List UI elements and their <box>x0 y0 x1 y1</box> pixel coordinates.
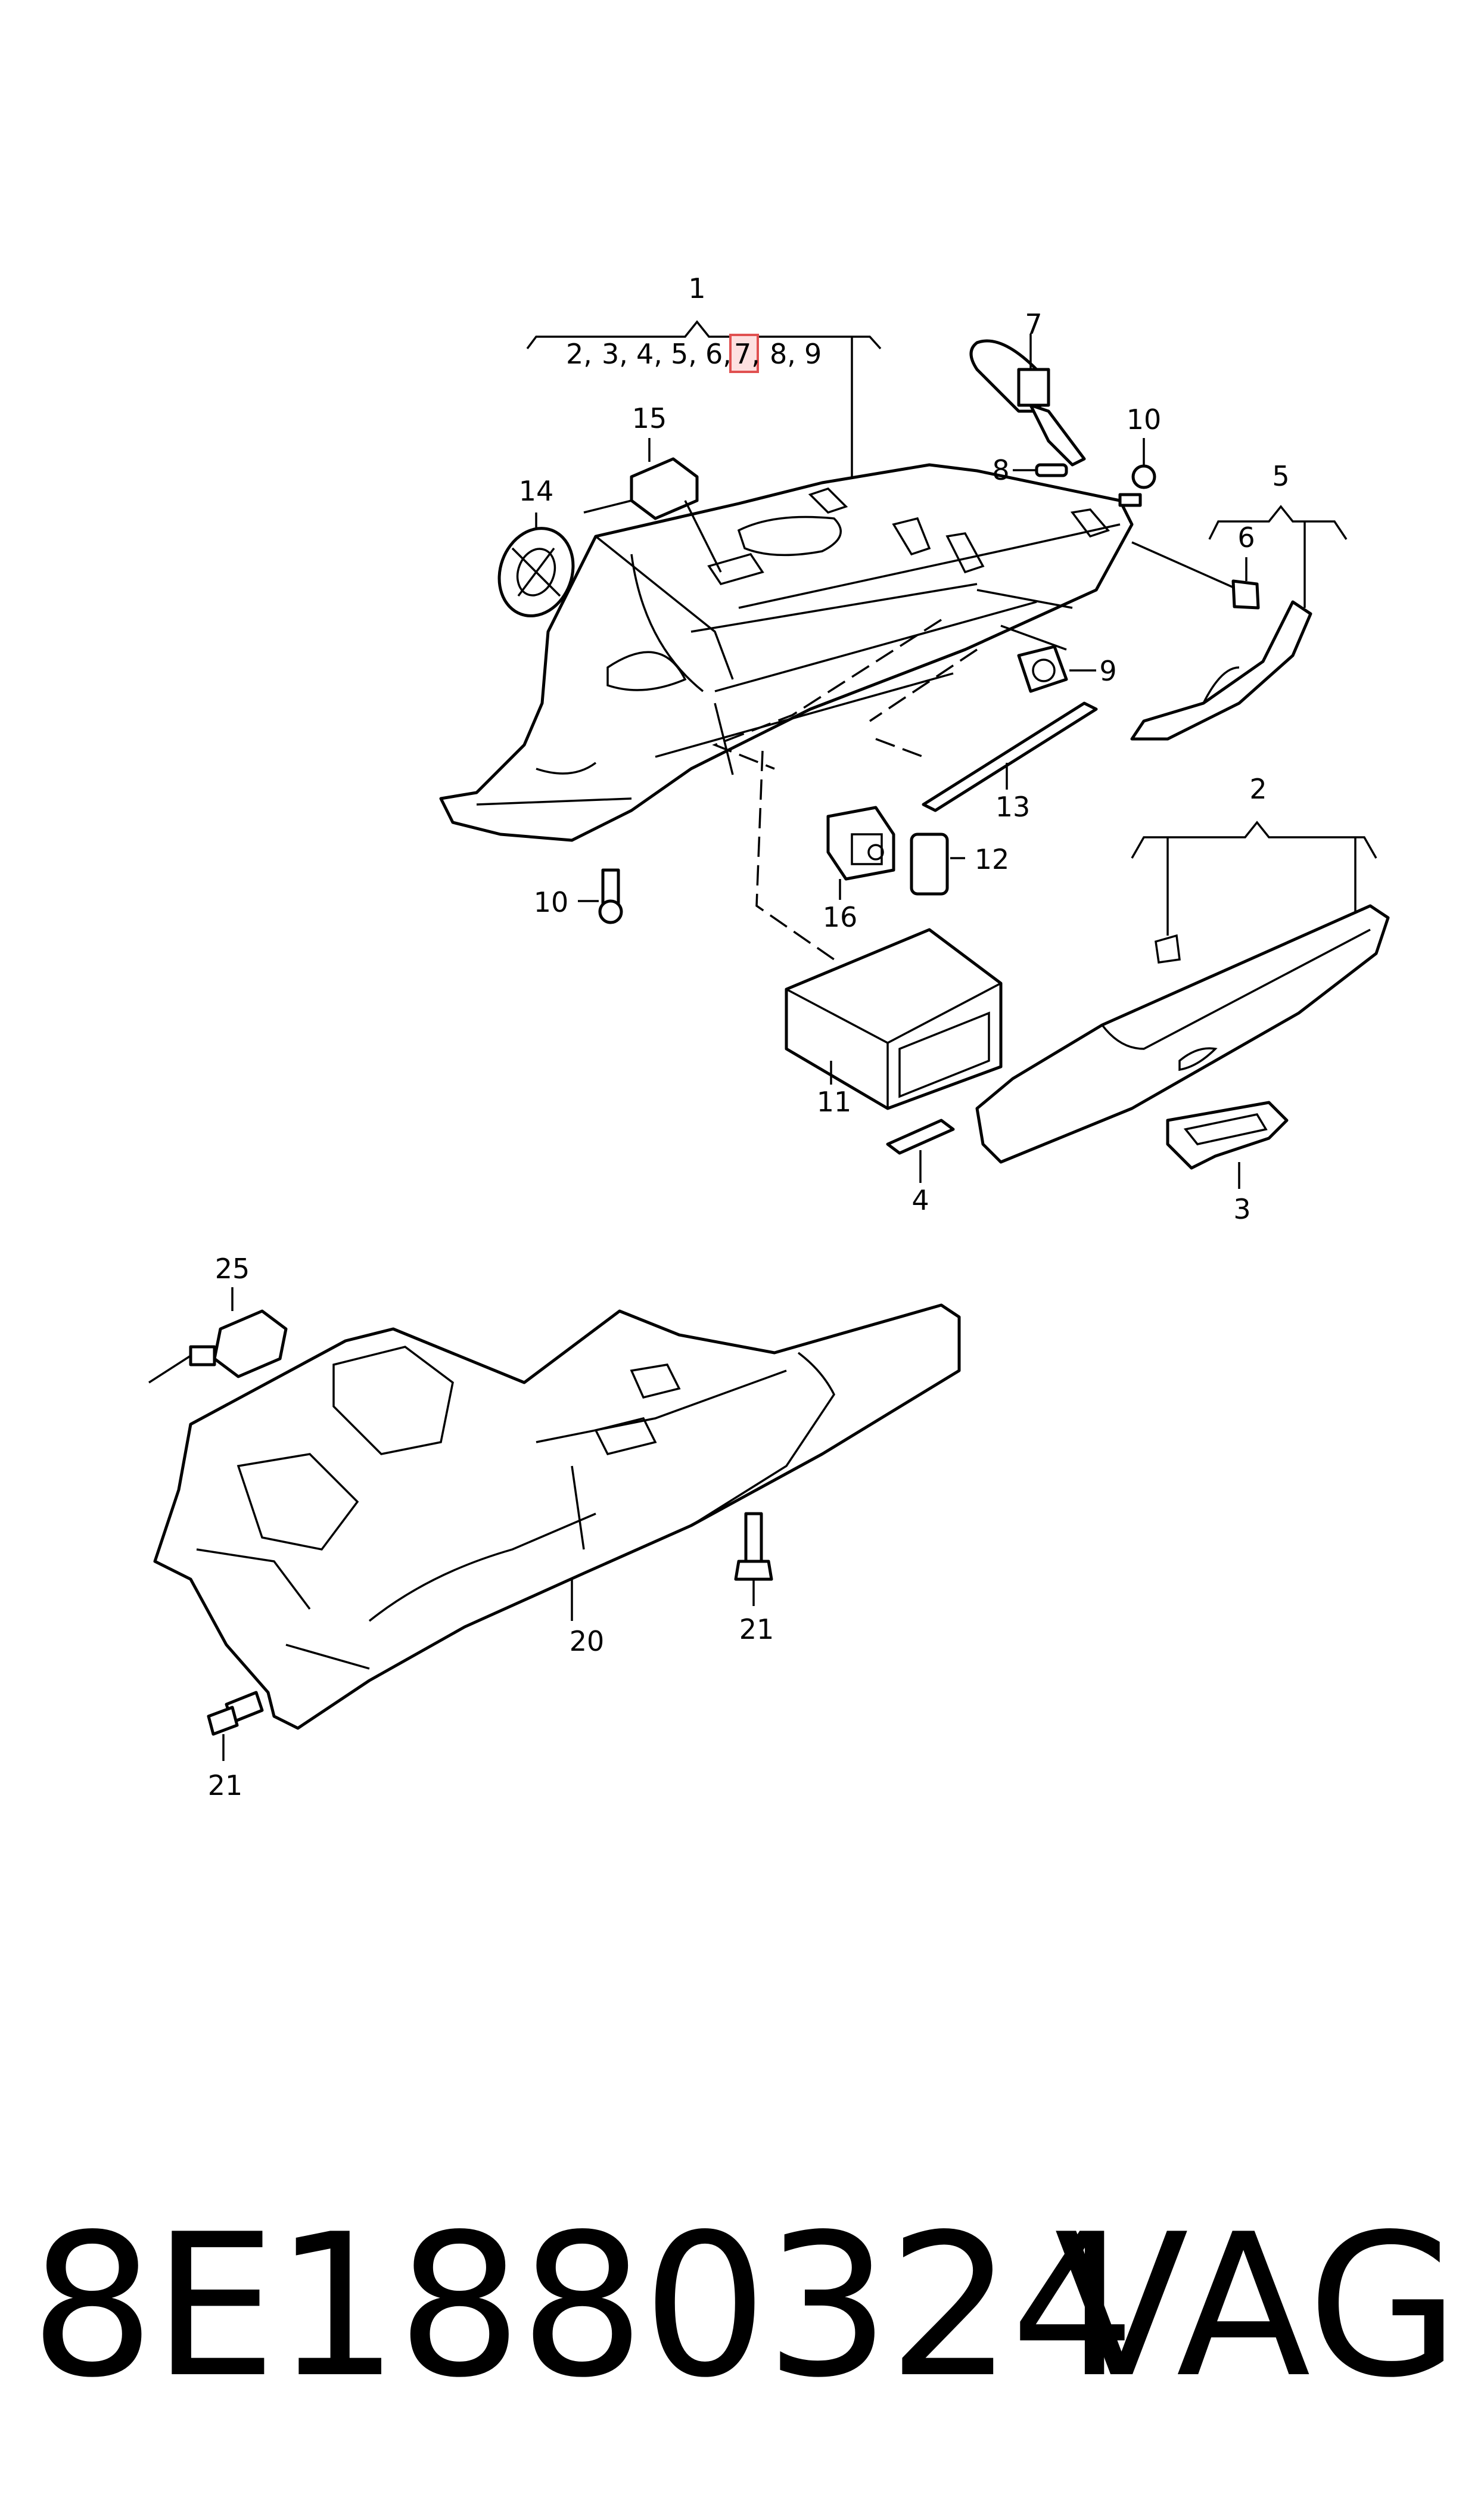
callout-6: 6 <box>1237 521 1255 554</box>
group-2-bracket <box>1131 821 1377 936</box>
group-5-bracket <box>1208 505 1348 608</box>
sub-item-5: 5, <box>671 338 697 370</box>
part-3-handle <box>1166 1101 1289 1189</box>
part-6-clip <box>1231 557 1260 610</box>
callout-13: 13 <box>995 791 1031 823</box>
callout-25: 25 <box>215 1253 250 1285</box>
part-16-switch <box>826 806 895 900</box>
part-12-cover <box>910 833 965 896</box>
group-1-sub-items: 2, 3, 4, 5, 6, 7, 8, 9 <box>566 334 822 373</box>
part-number: 8E1880324 <box>30 2192 1135 2421</box>
highlight-box-7 <box>729 334 759 373</box>
callout-21-right: 21 <box>739 1613 774 1645</box>
part-21-bolt-right <box>734 1512 773 1606</box>
sub-item-7-highlighted: 7, <box>734 338 760 370</box>
callout-12: 12 <box>975 843 1010 875</box>
callout-8: 8 <box>992 454 1009 486</box>
callout-21-left: 21 <box>208 1769 243 1801</box>
part-10-lower-screw <box>578 868 623 924</box>
callout-16: 16 <box>823 901 858 933</box>
callout-4: 4 <box>911 1184 929 1216</box>
part-11-storage-box <box>785 928 1003 1110</box>
part-8-pin <box>1013 463 1068 477</box>
callout-20: 20 <box>570 1625 605 1657</box>
part-9-lock <box>1017 645 1096 693</box>
part-21-bolt-left <box>207 1691 264 1761</box>
sub-item-3: 3, <box>602 338 628 370</box>
part-14-grille <box>497 513 575 617</box>
group-1-bracket <box>526 320 882 477</box>
callout-7: 7 <box>1025 308 1042 340</box>
brand-name: VAG <box>1054 2192 1460 2421</box>
part-4-pin <box>886 1119 955 1183</box>
callout-3: 3 <box>1233 1193 1250 1225</box>
part-25-module <box>148 1287 288 1384</box>
sub-item-4: 4, <box>636 338 662 370</box>
part-2-glovebox-lid <box>975 904 1390 1164</box>
dashed-connectors <box>712 619 978 961</box>
part-15-sensor <box>583 438 764 586</box>
callout-2: 2 <box>1249 773 1267 805</box>
callout-10-bottom: 10 <box>534 886 569 918</box>
callout-14: 14 <box>519 475 554 507</box>
part-7-switch <box>969 334 1086 467</box>
callout-1: 1 <box>688 272 705 305</box>
part-5-trim-strip <box>1130 600 1312 741</box>
callout-11: 11 <box>817 1086 852 1118</box>
callout-5: 5 <box>1272 460 1289 492</box>
footer: 8E1880324 VAG <box>30 2181 1460 2431</box>
part-20-support-bracket <box>153 1303 961 1730</box>
callout-15: 15 <box>632 402 667 434</box>
sub-item-8: 8, <box>770 338 796 370</box>
callout-9: 9 <box>1099 655 1116 687</box>
sub-item-2: 2, <box>566 338 592 370</box>
part-10-upper-screw <box>1118 438 1156 507</box>
callout-10-top: 10 <box>1127 403 1162 436</box>
sub-item-9: 9 <box>804 338 822 370</box>
part-13-strip <box>922 701 1098 812</box>
glovebox-housing <box>439 463 1240 842</box>
sub-item-6: 6, <box>705 338 732 370</box>
